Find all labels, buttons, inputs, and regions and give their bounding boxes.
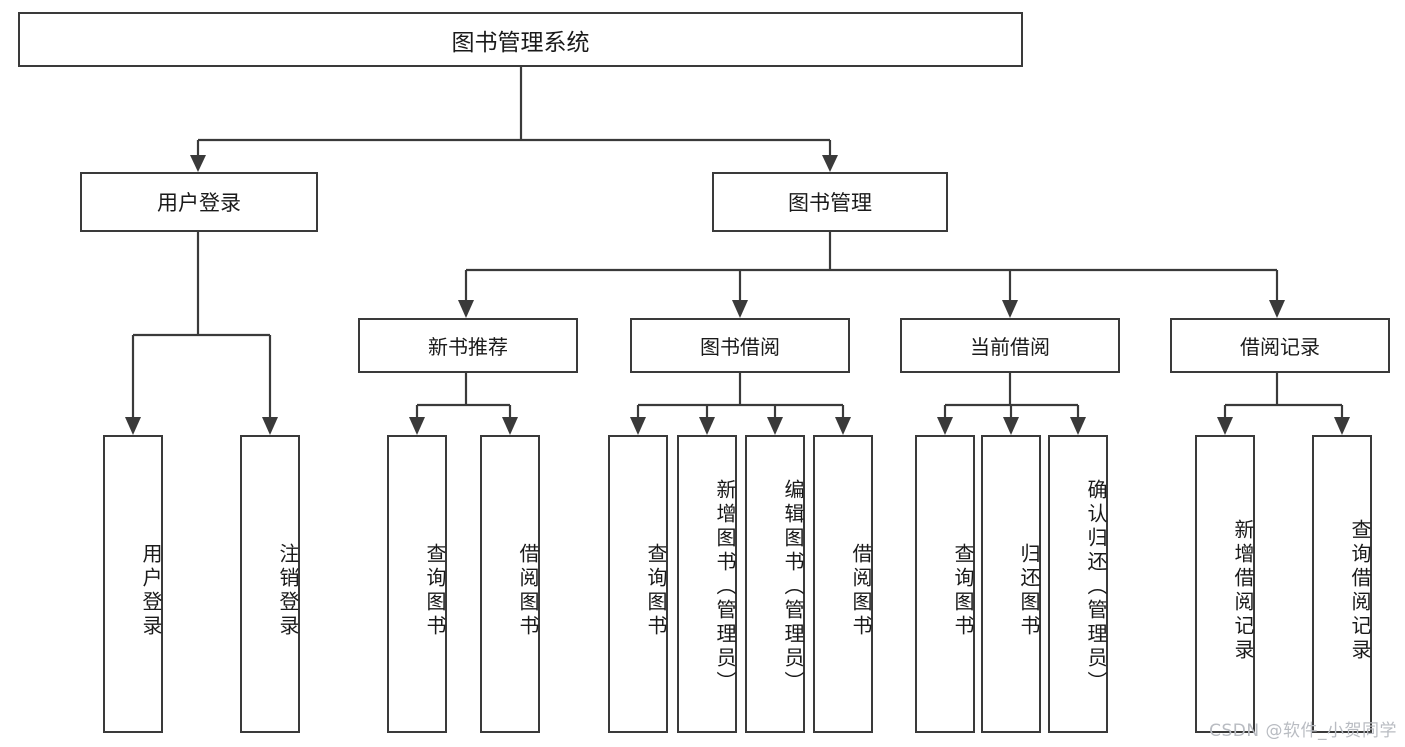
arrowhead-book-borrow-leaf-1 [630,417,646,435]
arrowhead-book-borrow-leaf-3 [767,417,783,435]
node-label: 新增图书（管理员） [713,479,737,695]
arrowhead-book-borrow [732,300,748,318]
leaf-new-book-borrow[interactable]: 借阅图书 [480,435,540,733]
node-borrow-record[interactable]: 借阅记录 [1170,318,1390,373]
node-label: 查询图书 [644,543,668,639]
node-label: 确认归还（管理员） [1084,479,1108,695]
arrowhead-user-login [190,155,206,172]
node-label: 归还图书 [1017,543,1041,639]
node-label: 注销登录 [276,543,300,639]
leaf-borrow-record-query[interactable]: 查询借阅记录 [1312,435,1372,733]
node-label: 借阅图书 [849,543,873,639]
node-label: 查询图书 [423,543,447,639]
leaf-current-borrow-confirm-return[interactable]: 确认归还（管理员） [1048,435,1108,733]
watermark-text: CSDN @软件_小贺同学 [1209,721,1397,741]
node-label: 查询借阅记录 [1348,519,1372,663]
node-user-login[interactable]: 用户登录 [80,172,318,232]
arrowhead-new-book-leaf-1 [409,417,425,435]
arrowhead-new-book-leaf-2 [502,417,518,435]
node-book-borrow[interactable]: 图书借阅 [630,318,850,373]
arrowhead-current-borrow-leaf-2 [1003,417,1019,435]
arrowhead-current-borrow-leaf-1 [937,417,953,435]
node-label: 编辑图书（管理员） [781,479,805,695]
node-label: 当前借阅 [970,335,1050,359]
arrowhead-book-manage [822,155,838,172]
leaf-user-login-logout[interactable]: 注销登录 [240,435,300,733]
node-label: 借阅记录 [1240,335,1320,359]
arrowhead-user-login-leaf-2 [262,417,278,435]
leaf-borrow-record-add[interactable]: 新增借阅记录 [1195,435,1255,733]
leaf-current-borrow-query[interactable]: 查询图书 [915,435,975,733]
arrowhead-borrow-record-leaf-2 [1334,417,1350,435]
node-root-system[interactable]: 图书管理系统 [18,12,1023,67]
leaf-book-borrow-query[interactable]: 查询图书 [608,435,668,733]
arrowhead-borrow-record [1269,300,1285,318]
node-label: 借阅图书 [516,543,540,639]
arrowhead-current-borrow-leaf-3 [1070,417,1086,435]
arrowhead-book-borrow-leaf-4 [835,417,851,435]
node-label: 图书管理系统 [451,29,590,56]
leaf-new-book-query[interactable]: 查询图书 [387,435,447,733]
arrowhead-user-login-leaf-1 [125,417,141,435]
leaf-current-borrow-return[interactable]: 归还图书 [981,435,1041,733]
arrowhead-new-book [458,300,474,318]
node-current-borrow[interactable]: 当前借阅 [900,318,1120,373]
node-label: 新书推荐 [428,335,508,359]
node-label: 用户登录 [139,543,163,639]
node-label: 查询图书 [951,543,975,639]
arrowhead-borrow-record-leaf-1 [1217,417,1233,435]
arrowhead-current-borrow [1002,300,1018,318]
leaf-user-login-login[interactable]: 用户登录 [103,435,163,733]
arrowhead-book-borrow-leaf-2 [699,417,715,435]
leaf-book-borrow-add[interactable]: 新增图书（管理员） [677,435,737,733]
node-label: 图书管理 [788,191,872,215]
node-label: 图书借阅 [700,335,780,359]
node-label: 用户登录 [157,191,241,215]
node-book-management[interactable]: 图书管理 [712,172,948,232]
leaf-book-borrow-borrow[interactable]: 借阅图书 [813,435,873,733]
leaf-book-borrow-edit[interactable]: 编辑图书（管理员） [745,435,805,733]
node-new-book-recommend[interactable]: 新书推荐 [358,318,578,373]
node-label: 新增借阅记录 [1231,519,1255,663]
